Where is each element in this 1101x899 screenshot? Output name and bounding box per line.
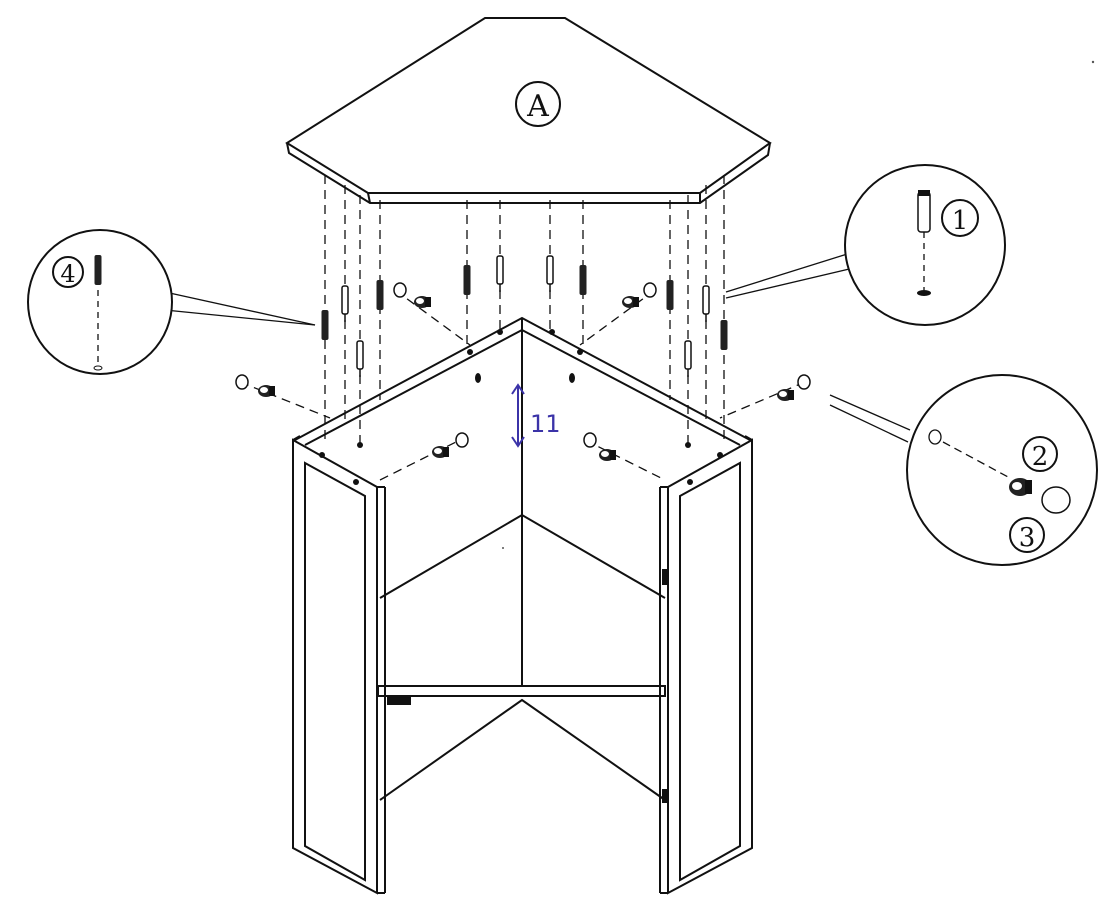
callout-parts-2-3: 2 3 [829,374,1098,566]
scan-specks [502,60,1095,549]
back-panel-holes [319,329,723,485]
cap-icon [1041,486,1071,514]
part-2-label: 2 [1032,442,1049,472]
callout-part-1: 1 [725,164,1006,326]
handwritten-note: 11 [511,383,561,448]
cam-lock-icon [1009,478,1032,496]
cam-bolt-icon [917,191,931,233]
part-3-label: 3 [1019,523,1036,553]
panel-label-a: A [515,81,561,127]
cam-bolts [341,255,710,378]
callout-part-4: 4 [27,229,316,375]
part-4-label: 4 [60,260,75,288]
panel-label-a-text: A [526,89,549,124]
handwritten-note-text: 11 [530,410,561,438]
cabinet-body [292,316,753,895]
dowel-icon [94,255,102,285]
part-1-label: 1 [952,206,969,236]
dowels [321,265,728,350]
